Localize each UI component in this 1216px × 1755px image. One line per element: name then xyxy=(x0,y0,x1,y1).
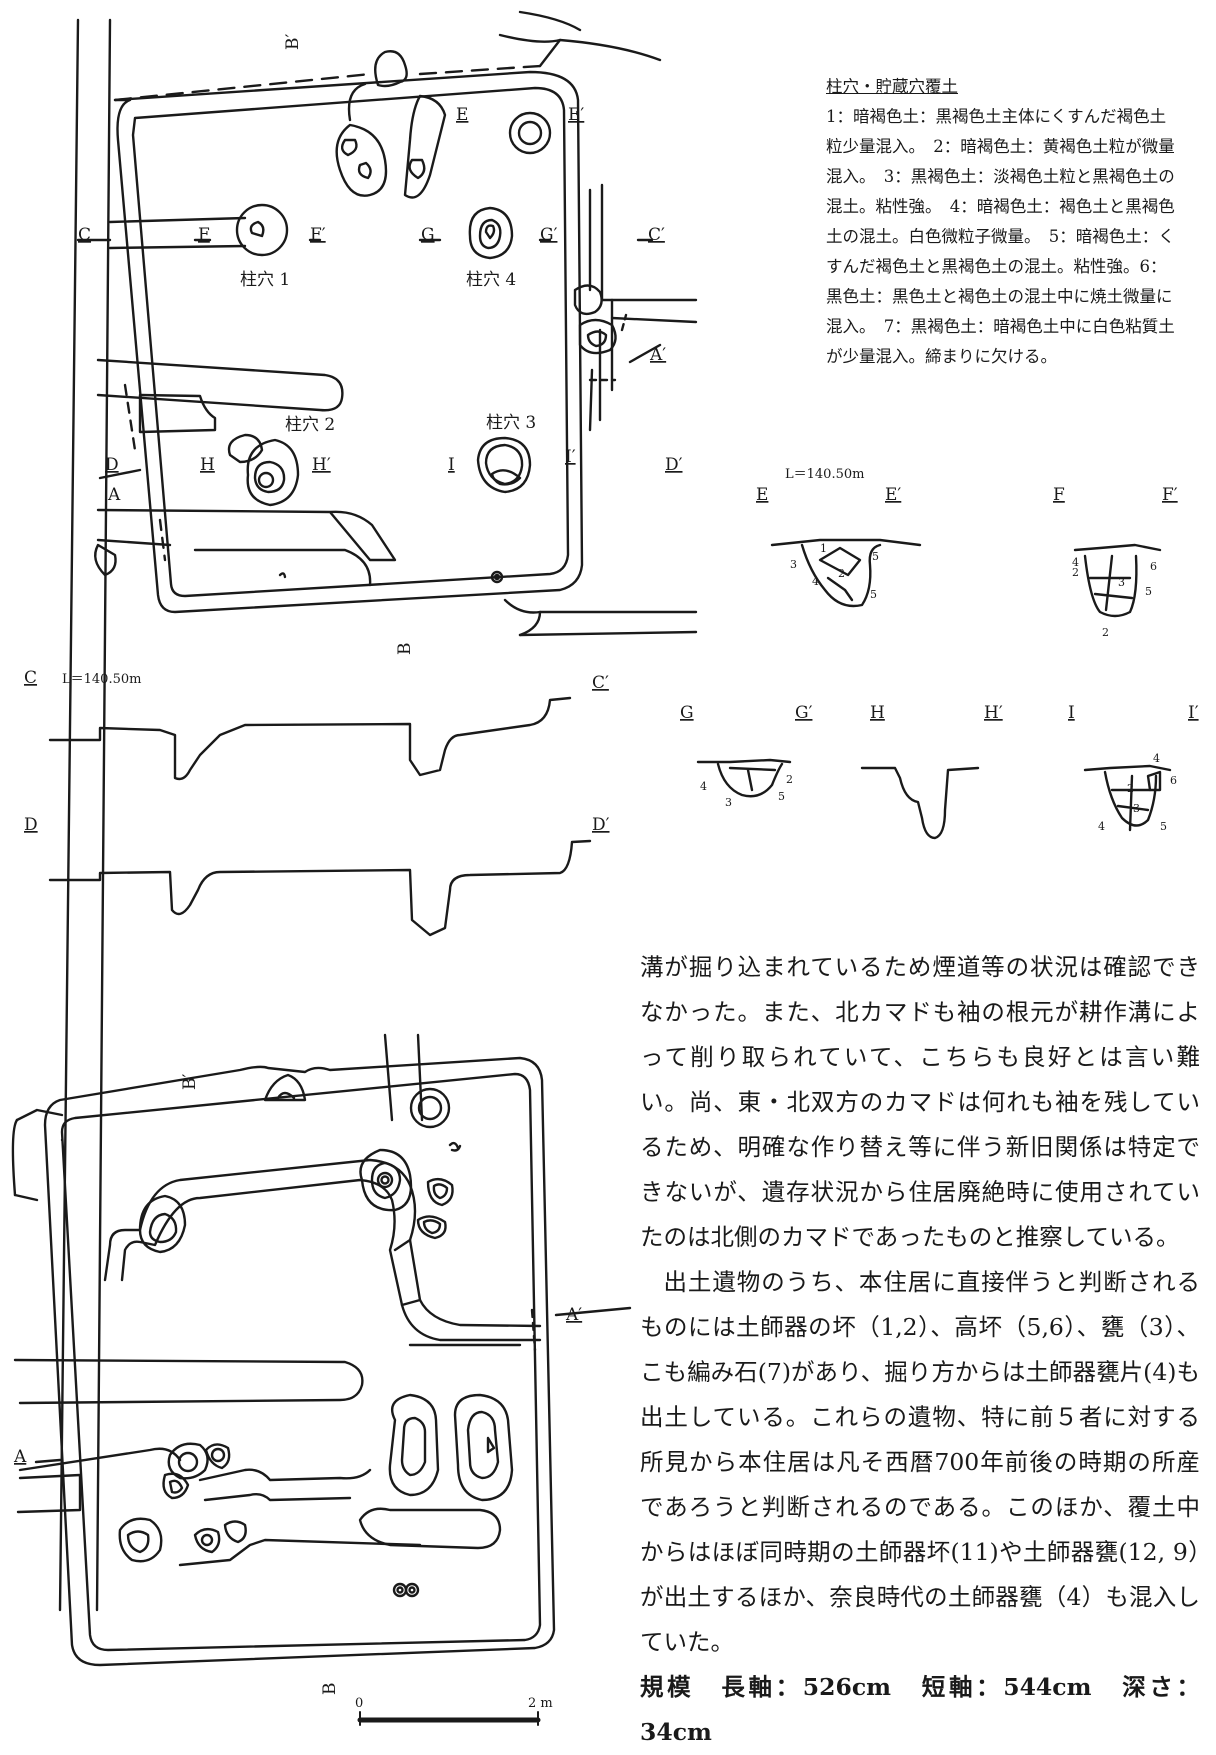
section-profiles-small xyxy=(696,538,1172,840)
paragraph-1: 溝が掘り込まれているため煙道等の状況は確認できなかった。また、北カマドも袖の根元… xyxy=(640,953,1200,1251)
section-g: G xyxy=(680,703,694,723)
legend-title: 柱穴・貯蔵穴覆土 xyxy=(826,77,958,96)
body-text: 溝が掘り込まれているため煙道等の状況は確認できなかった。また、北カマドも袖の根元… xyxy=(640,945,1200,1755)
label-g: G xyxy=(421,225,435,245)
label-post-2: 柱穴 2 xyxy=(285,415,335,435)
label-h-prime: H′ xyxy=(312,455,331,475)
fill-legend: 柱穴・貯蔵穴覆土 1：暗褐色土：黒褐色土主体にくすんだ褐色土粒少量混入。 2：暗… xyxy=(826,72,1181,372)
section-d-prime: D′ xyxy=(592,815,610,835)
label-a-prime-top: A′ xyxy=(649,345,666,365)
label-d-prime: D′ xyxy=(665,455,683,475)
section-c-prime: C′ xyxy=(592,673,609,693)
section-f-prime: F′ xyxy=(1162,485,1178,505)
label-f-prime: F′ xyxy=(310,225,326,245)
paragraph-2: 出土遺物のうち、本住居に直接伴うと判断されるものには土師器の坏（1,2）、高坏（… xyxy=(640,1268,1200,1656)
label-e-prime: E′ xyxy=(568,105,584,125)
svg-text:4: 4 xyxy=(1153,752,1160,765)
label-post-4: 柱穴 4 xyxy=(466,270,516,290)
label-i-prime: I′ xyxy=(565,447,576,467)
label-e: E xyxy=(456,105,468,125)
label-i: I xyxy=(448,455,455,475)
svg-text:4: 4 xyxy=(1072,556,1079,569)
label-d: D xyxy=(105,455,119,475)
label-post-3: 柱穴 3 xyxy=(486,413,536,433)
label-b-prime-top: B′ xyxy=(283,34,303,50)
svg-text:3: 3 xyxy=(1133,802,1140,815)
section-i: I xyxy=(1068,703,1075,723)
svg-text:2: 2 xyxy=(1102,626,1109,639)
label-a: A xyxy=(107,485,121,505)
label-h: H xyxy=(200,455,215,475)
svg-text:3: 3 xyxy=(790,558,797,571)
svg-text:3: 3 xyxy=(725,796,732,809)
svg-text:4: 4 xyxy=(1098,820,1105,833)
svg-text:5: 5 xyxy=(870,588,877,601)
svg-text:2: 2 xyxy=(1072,566,1079,579)
svg-text:4: 4 xyxy=(812,575,819,588)
label-g-prime: G′ xyxy=(540,225,558,245)
section-level-e: L＝140.50m xyxy=(785,467,864,482)
section-i-prime: I′ xyxy=(1188,703,1199,723)
section-f: F xyxy=(1053,485,1065,505)
plan-lower xyxy=(11,1033,556,1667)
svg-text:5: 5 xyxy=(1160,820,1167,833)
section-e-prime: E′ xyxy=(885,485,901,505)
svg-text:5: 5 xyxy=(778,790,785,803)
label-c-prime: C′ xyxy=(648,225,665,245)
svg-text:4: 4 xyxy=(700,780,707,793)
plan2-a-prime: A′ xyxy=(565,1305,582,1325)
section-e: E xyxy=(756,485,768,505)
svg-text:2: 2 xyxy=(1127,782,1134,795)
plan2-b-bottom: B xyxy=(320,1683,340,1696)
section-level-c: L＝140.50m xyxy=(62,672,141,687)
plan2-b-prime-top: B′ xyxy=(180,1074,200,1090)
legend-body: 1：暗褐色土：黒褐色土主体にくすんだ褐色土粒少量混入。 2：暗褐色土：黄褐色土粒… xyxy=(826,107,1175,366)
section-h-prime: H′ xyxy=(984,703,1003,723)
svg-text:1: 1 xyxy=(820,542,827,555)
svg-text:6: 6 xyxy=(1170,774,1177,787)
label-post-1: 柱穴 1 xyxy=(240,270,290,290)
section-g-prime: G′ xyxy=(795,703,813,723)
svg-text:5: 5 xyxy=(1145,585,1152,598)
section-d: D xyxy=(24,815,38,835)
label-b-bottom: B xyxy=(395,643,415,656)
scale-two-m: 2 m xyxy=(528,1696,553,1711)
section-h: H xyxy=(870,703,885,723)
section-c: C xyxy=(24,668,37,688)
svg-text:6: 6 xyxy=(1150,560,1157,573)
label-c: C xyxy=(78,225,91,245)
dimensions-line: 規模 長軸：526cm 短軸：544cm 深さ：34cm xyxy=(640,1673,1200,1746)
svg-text:2: 2 xyxy=(838,567,845,580)
plan2-a: A xyxy=(13,1447,27,1467)
plan-upper xyxy=(58,10,698,1612)
label-f: F xyxy=(198,225,210,245)
svg-text:5: 5 xyxy=(872,550,879,563)
svg-text:3: 3 xyxy=(1118,576,1125,589)
svg-text:2: 2 xyxy=(786,773,793,786)
section-profiles-cd xyxy=(48,696,592,937)
scale-zero: 0 xyxy=(355,1696,363,1711)
